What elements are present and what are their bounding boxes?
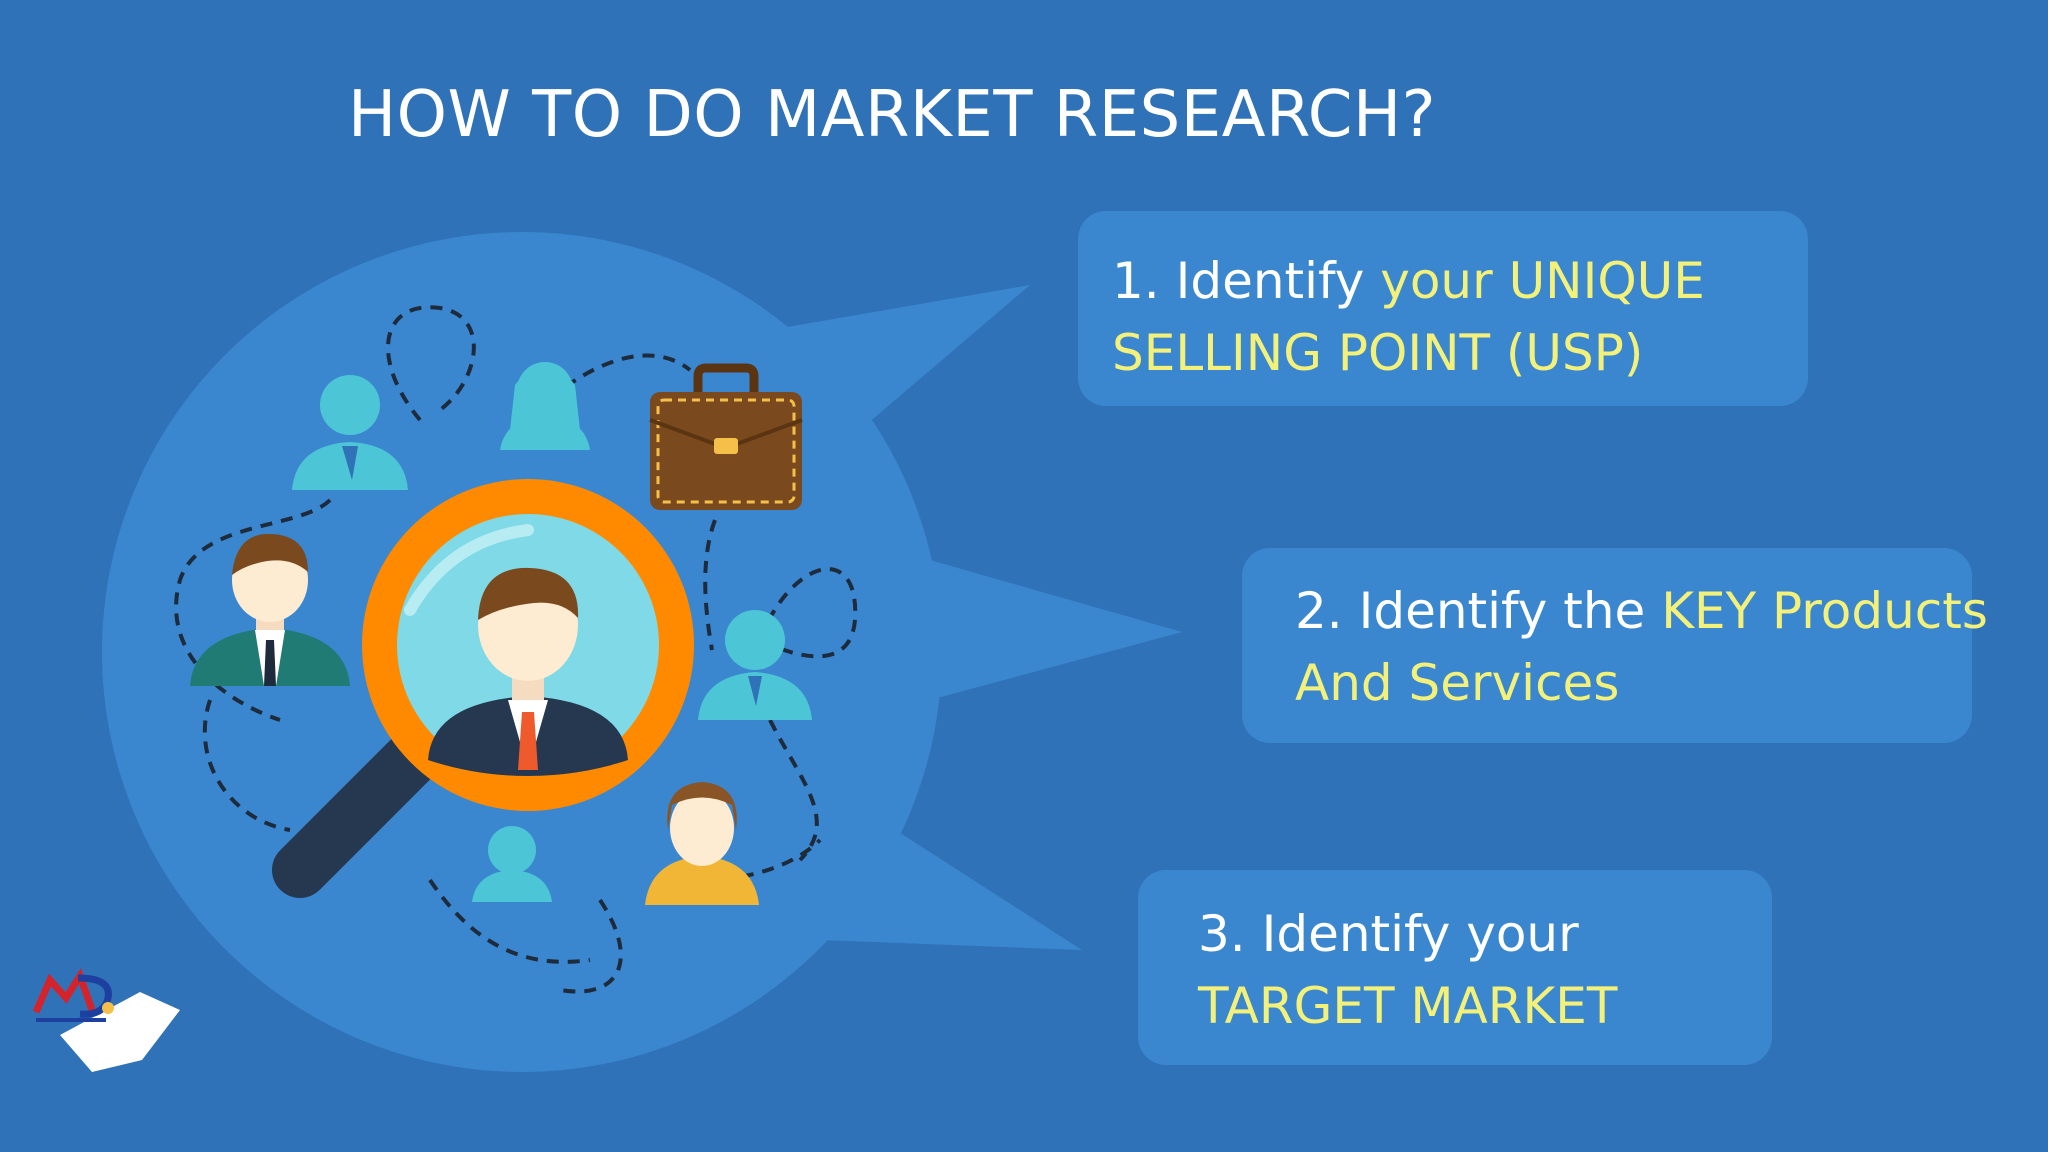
step-card-1: 1. Identify your UNIQUE SELLING POINT (U…	[1078, 211, 1808, 406]
step-text: 2. Identify the	[1295, 582, 1662, 640]
step-highlight: SELLING POINT (USP)	[1112, 324, 1644, 382]
step-text: 1. Identify	[1112, 252, 1381, 310]
step-highlight: And Services	[1295, 654, 1620, 712]
person-icon	[472, 826, 552, 902]
person-icon	[645, 782, 759, 905]
person-icon	[500, 362, 590, 450]
person-icon	[292, 375, 408, 490]
person-icon	[190, 533, 350, 686]
step-card-3: 3. Identify your TARGET MARKET	[1138, 870, 1772, 1065]
briefcase-icon	[649, 363, 803, 510]
step-line-1: 3. Identify your	[1198, 898, 1772, 970]
step-card-2: 2. Identify the KEY Products And Service…	[1242, 548, 1988, 743]
step-line-1: 1. Identify your UNIQUE	[1112, 245, 1808, 317]
page-title: HOW TO DO MARKET RESEARCH?	[348, 78, 1437, 152]
step-line-2: And Services	[1295, 647, 1972, 719]
magnifier-icon	[272, 479, 694, 898]
logo-mark	[32, 968, 180, 1072]
step-highlight: KEY Products	[1661, 582, 1988, 640]
step-text: 3. Identify your	[1198, 905, 1579, 963]
step-line-1: 2. Identify the KEY Products	[1295, 575, 1988, 647]
step-highlight: TARGET MARKET	[1198, 977, 1618, 1035]
person-icon	[698, 610, 812, 720]
step-line-2: TARGET MARKET	[1198, 970, 1772, 1042]
step-line-2: SELLING POINT (USP)	[1112, 317, 1808, 389]
step-highlight: your UNIQUE	[1380, 252, 1705, 310]
